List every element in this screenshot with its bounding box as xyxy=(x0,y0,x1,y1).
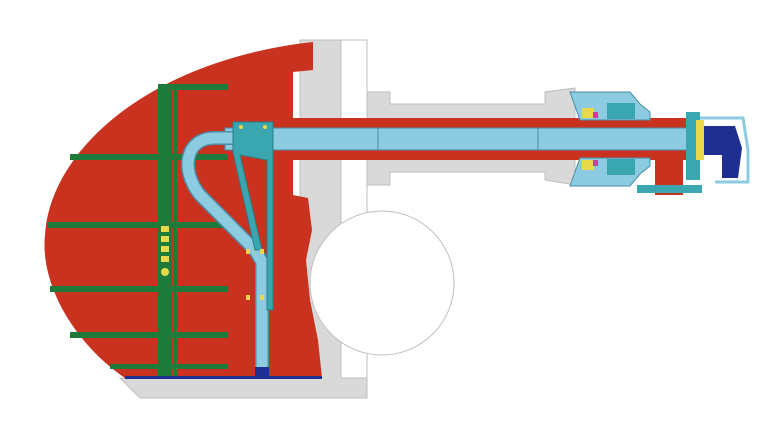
frame-bar xyxy=(110,364,228,369)
frame-bar xyxy=(158,84,228,90)
seal-assembly xyxy=(569,91,750,195)
pipe-end xyxy=(255,367,269,377)
frame-bar xyxy=(70,332,228,338)
lube-pipe xyxy=(182,132,268,375)
base-plate xyxy=(125,376,322,379)
hull-section xyxy=(44,42,323,378)
fasteners xyxy=(161,226,169,276)
casing-cutout xyxy=(309,210,455,356)
fasteners xyxy=(239,125,267,300)
pipe-bracket xyxy=(232,121,274,311)
frame-web xyxy=(174,84,177,378)
shaft xyxy=(224,127,696,151)
end-cap xyxy=(704,126,742,178)
frame-bar xyxy=(70,154,228,160)
frame-bar xyxy=(47,222,228,228)
frame-bar xyxy=(50,286,228,292)
